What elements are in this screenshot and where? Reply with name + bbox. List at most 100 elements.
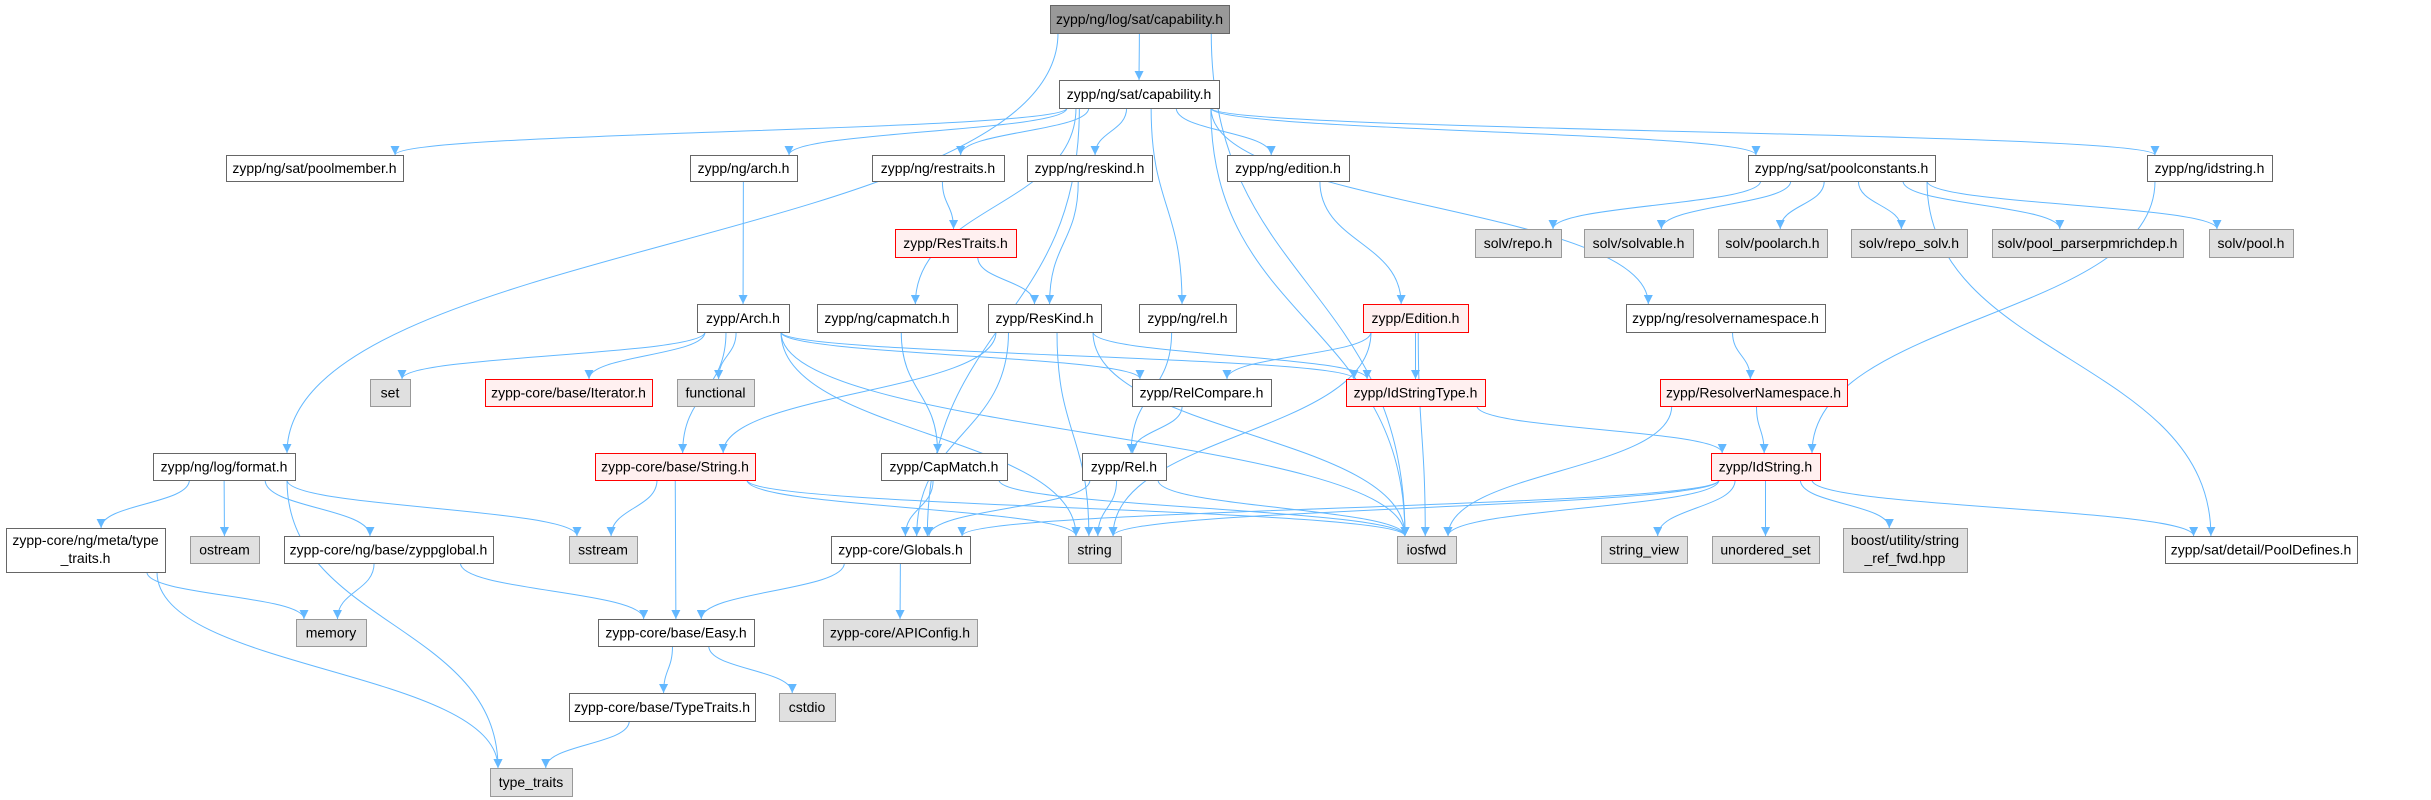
node-id-string-type[interactable]: zypp/IdStringType.h [1346,379,1486,407]
edge-type-traits-to-type-traits [541,720,630,769]
node-unordered-set[interactable]: unordered_set [1712,536,1820,564]
edge-id-string-to-boost [1799,479,1894,529]
edge-res-traits-to-res-kind [977,256,1039,305]
node-res-kind[interactable]: zypp/ResKind.h [988,304,1102,333]
node-id-string[interactable]: zypp/IdString.h [1711,453,1821,481]
node-rel-compare[interactable]: zypp/RelCompare.h [1132,379,1272,407]
edge-format-to-sstream [286,479,582,537]
node-box [988,304,1102,333]
node-satcap[interactable]: zypp/ng/sat/capability.h [1059,80,1220,109]
node-format[interactable]: zypp/ng/log/format.h [153,453,296,481]
node-metatypetraits[interactable]: zypp-core/ng/meta/type_traits.h [6,528,166,573]
node-easy[interactable]: zypp-core/base/Easy.h [598,619,755,647]
node-resolvernamespace[interactable]: zypp/ng/resolvernamespace.h [1626,304,1826,333]
node-label: memory [306,625,357,641]
node-box [697,304,790,333]
edge-arch-to-functional [714,331,737,380]
node-label: zypp/ng/log/sat/capability.h [1056,11,1223,27]
node-box [690,155,798,182]
node-label: zypp/ng/log/format.h [161,459,288,475]
node-boost[interactable]: boost/utility/string_ref_fwd.hpp [1843,528,1968,573]
edge-satcap-to-poolmember [390,107,1068,156]
node-iterator[interactable]: zypp-core/base/Iterator.h [485,379,653,407]
edge-arch-to-set [397,331,706,380]
edge-string-to-string [746,479,1081,537]
node-box [1050,5,1230,34]
node-sstream[interactable]: sstream [569,536,638,564]
node-string-view[interactable]: string_view [1601,536,1688,564]
node-poolmember[interactable]: zypp/ng/sat/poolmember.h [226,155,404,182]
edge-arch-to-string [780,331,1081,537]
node-string[interactable]: string [1068,536,1122,564]
node-box [569,693,756,722]
node-box [1660,379,1848,407]
node-globals[interactable]: zypp-core/Globals.h [831,536,971,564]
node-capmatch[interactable]: zypp/ng/capmatch.h [817,304,958,333]
node-solvsolvable[interactable]: solv/solvable.h [1584,229,1694,258]
node-box [677,379,755,407]
node-poolconstants[interactable]: zypp/ng/sat/poolconstants.h [1748,155,1936,182]
edge-edition-to-string [1108,331,1372,537]
edge-capmatch-to-cap-match [900,331,943,454]
edge-res-kind-to-iosfwd [1092,331,1410,537]
edge-zyppglobal-to-easy [459,562,649,620]
node-solvrich[interactable]: solv/pool_parserpmrichdep.h [1992,229,2184,258]
node-cstdio[interactable]: cstdio [779,693,836,722]
node-label: zypp/ng/sat/poolmember.h [232,160,396,176]
node-memory[interactable]: memory [296,619,367,647]
node-root[interactable]: zypp/ng/log/sat/capability.h [1050,5,1230,34]
edge-reskind-to-res-kind [1045,180,1079,305]
edge-cap-match-to-iosfwd [998,479,1410,537]
node-set[interactable]: set [370,379,411,407]
node-type-traits[interactable]: type_traits [490,768,573,797]
node-reskind[interactable]: zypp/ng/reskind.h [1027,155,1153,182]
node-apiconfig[interactable]: zypp-core/APIConfig.h [823,619,978,647]
node-type-traits[interactable]: zypp-core/base/TypeTraits.h [569,693,756,722]
node-box [1992,229,2184,258]
node-string[interactable]: zypp-core/base/String.h [595,453,756,481]
node-resolver-namespace[interactable]: zypp/ResolverNamespace.h [1660,379,1848,407]
node-box [490,768,573,797]
node-edition[interactable]: zypp/ng/edition.h [1227,155,1350,182]
node-cap-match[interactable]: zypp/CapMatch.h [881,453,1008,481]
node-rel[interactable]: zypp/Rel.h [1082,453,1167,481]
node-restraits[interactable]: zypp/ng/restraits.h [872,155,1005,182]
edge-string-to-iosfwd [746,479,1410,537]
node-solvreposolv[interactable]: solv/repo_solv.h [1851,229,1968,258]
edge-resolver-namespace-to-iosfwd [1443,405,1673,537]
node-ostream[interactable]: ostream [190,536,260,564]
edge-metatypetraits-to-type-traits [156,571,503,769]
node-label: zypp/ng/edition.h [1235,160,1341,176]
node-box [370,379,411,407]
edge-satcap-to-ngidstring [1210,107,2160,156]
node-box [485,379,653,407]
node-arch[interactable]: zypp/Arch.h [697,304,790,333]
node-ngarch[interactable]: zypp/ng/arch.h [690,155,798,182]
node-box [598,619,755,647]
node-zyppglobal[interactable]: zypp-core/ng/base/zyppglobal.h [284,536,494,564]
edge-format-to-type-traits [286,479,503,769]
node-functional[interactable]: functional [677,379,755,407]
node-label: solv/repo_solv.h [1859,235,1959,251]
node-box [2165,536,2358,564]
node-solvrepo[interactable]: solv/repo.h [1475,229,1562,258]
node-ngrel[interactable]: zypp/ng/rel.h [1139,304,1237,333]
node-label: zypp/IdStringType.h [1354,385,1478,401]
node-pool-defines[interactable]: zypp/sat/detail/PoolDefines.h [2165,536,2358,564]
node-box [779,693,836,722]
edge-poolconstants-to-solvpoolarch [1775,180,1825,230]
node-box [1082,453,1167,481]
node-box [1068,536,1122,564]
node-box [1027,155,1153,182]
edge-id-string-to-iosfwd [1443,479,1720,537]
node-res-traits[interactable]: zypp/ResTraits.h [895,229,1017,258]
node-solvpoolarch[interactable]: solv/poolarch.h [1718,229,1828,258]
node-edition[interactable]: zypp/Edition.h [1363,304,1469,333]
node-solvpool[interactable]: solv/pool.h [2209,229,2294,258]
edge-rel-to-globals [924,479,1091,537]
node-iosfwd[interactable]: iosfwd [1397,536,1457,564]
node-ngidstring[interactable]: zypp/ng/idstring.h [2147,155,2273,182]
node-box [2209,229,2294,258]
node-box [153,453,296,481]
edge-edition-to-rel-compare [1222,331,1372,380]
